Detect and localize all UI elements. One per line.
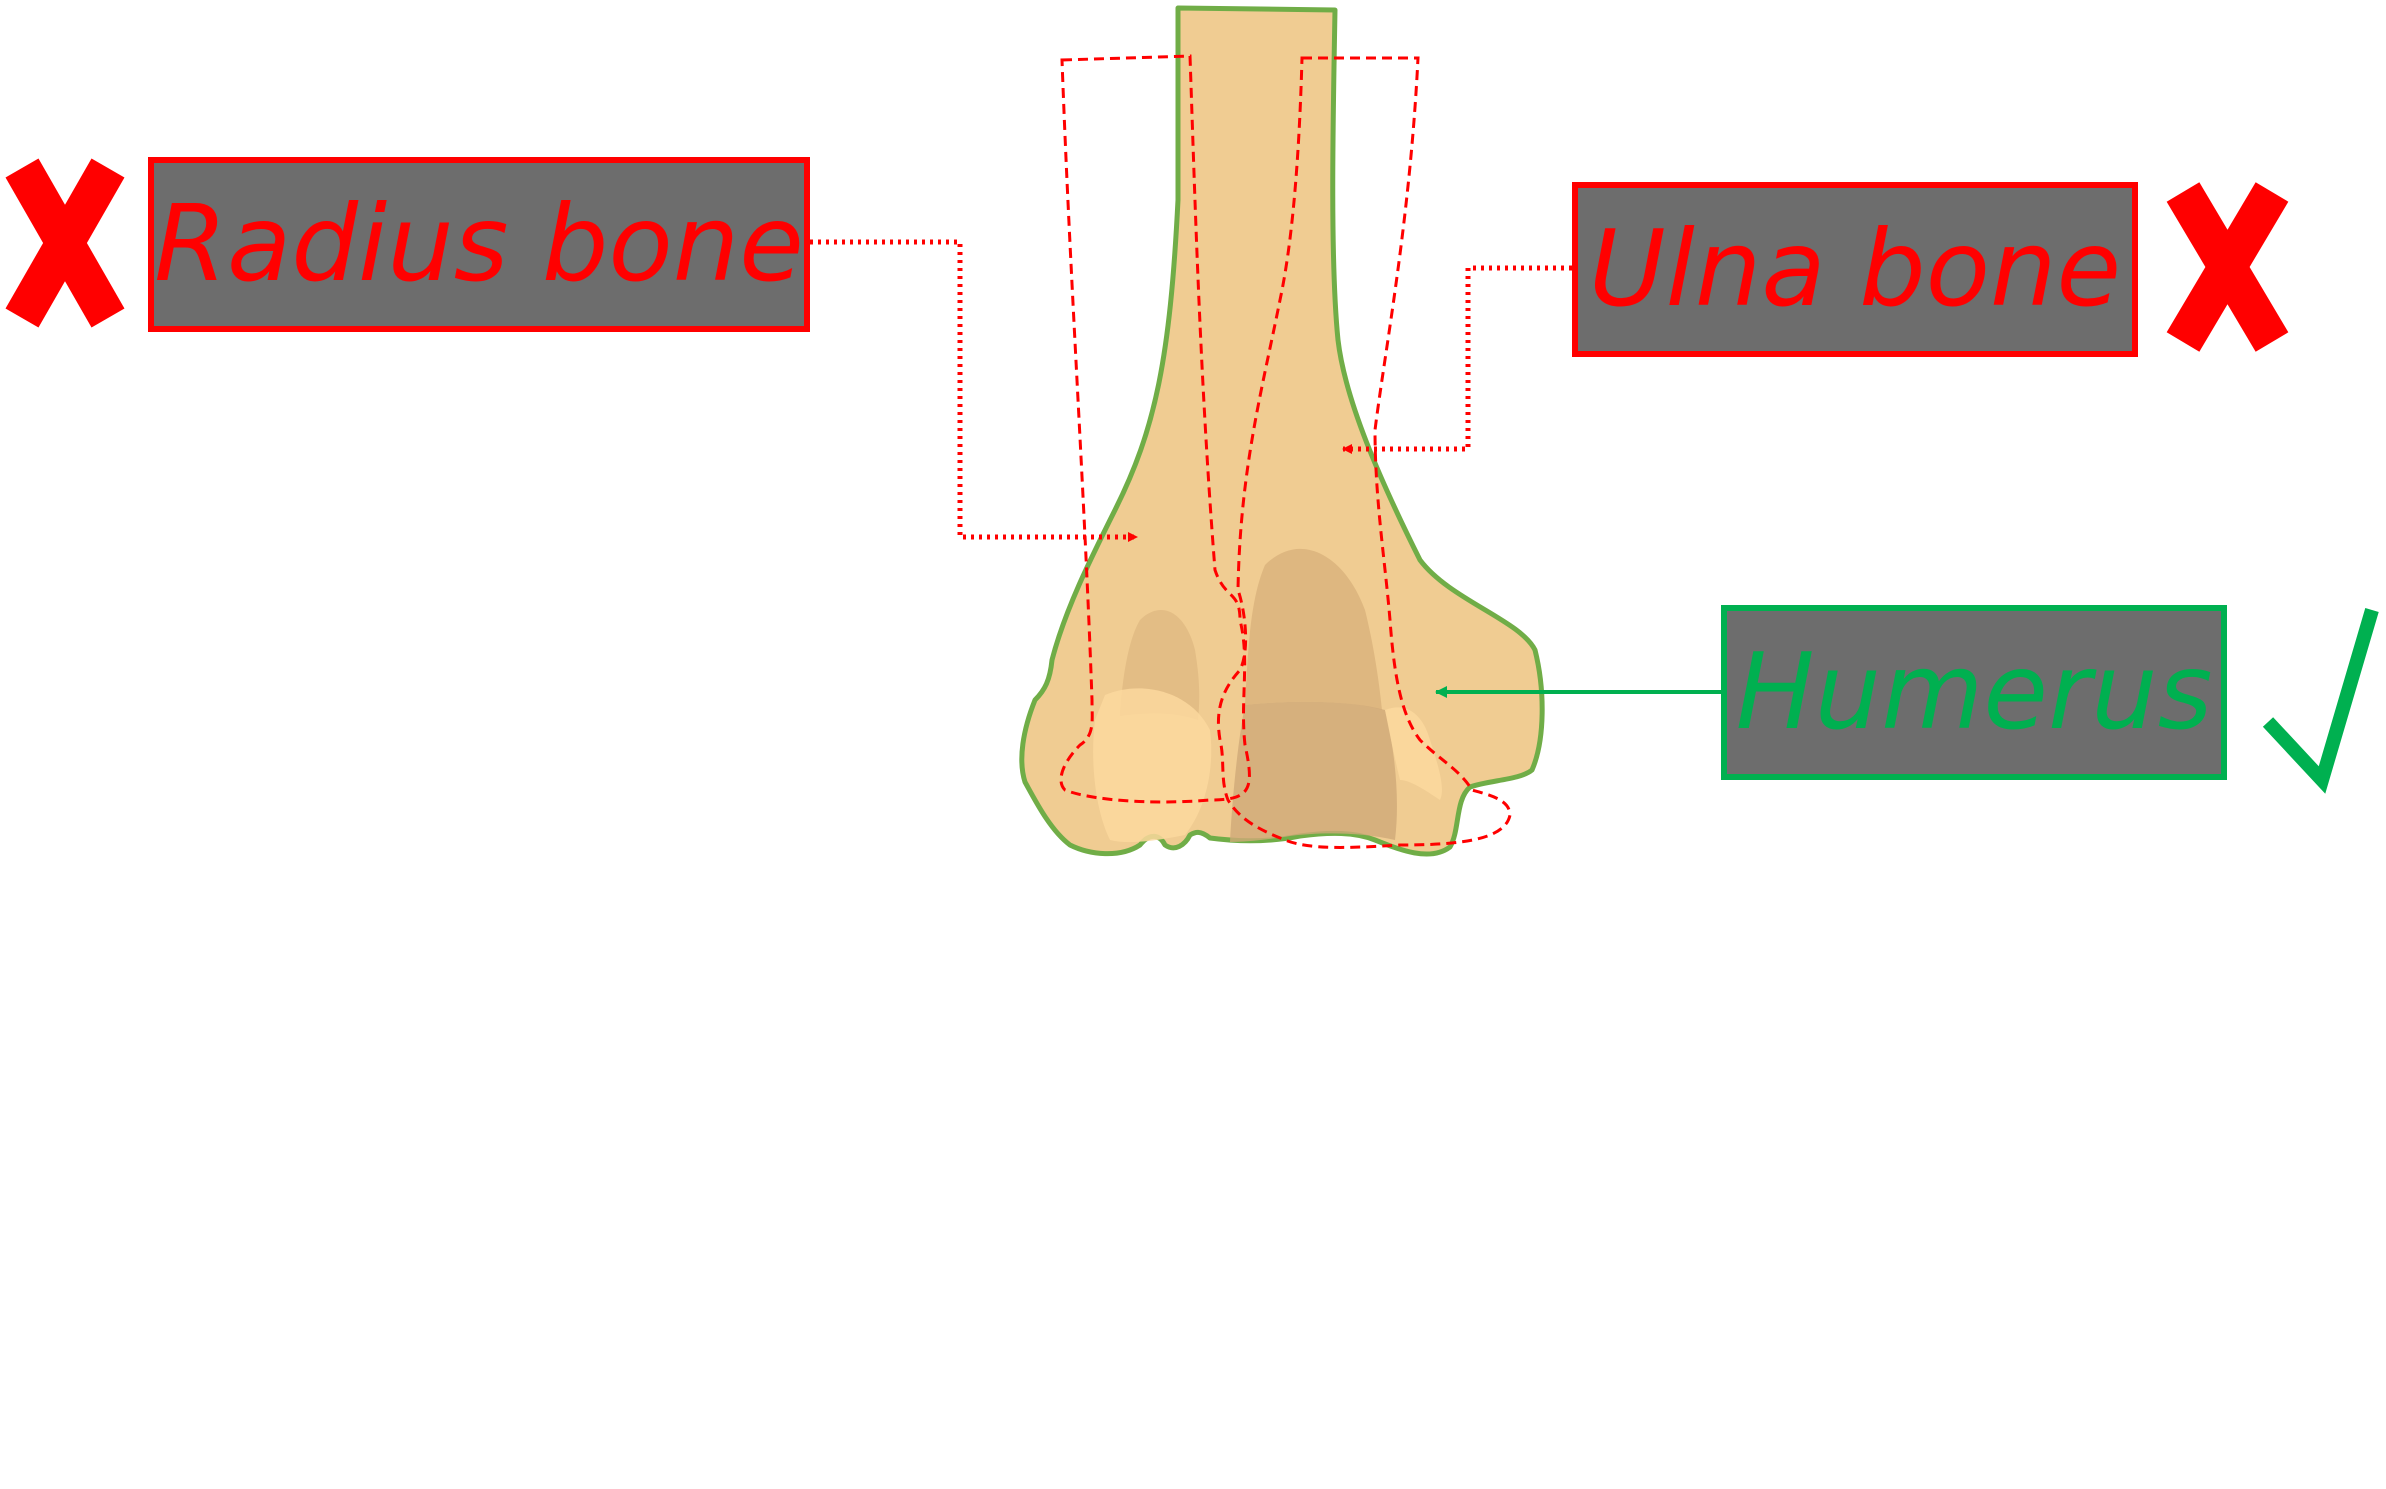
cross-mark-icon xyxy=(5,158,125,328)
ulna-dashed-outline xyxy=(1216,56,1512,849)
radius-bone-label[interactable]: Radius bone xyxy=(148,157,810,332)
radius-dashed-outline xyxy=(1059,54,1251,804)
ulna-bone-label[interactable]: Ulna bone xyxy=(1572,182,2138,357)
humerus-label[interactable]: Humerus xyxy=(1721,605,2227,780)
medial-epicondyle-highlight xyxy=(1385,707,1442,800)
radius-bone-label-text: Radius bone xyxy=(154,183,804,305)
humerus-bone-drawing xyxy=(1019,5,1545,857)
ulna-connector-line xyxy=(1342,265,1572,454)
capitulum-highlight xyxy=(1093,688,1212,843)
humerus-label-text: Humerus xyxy=(1735,631,2213,753)
ulna-bone-label-text: Ulna bone xyxy=(1588,208,2122,330)
cross-mark-icon xyxy=(2166,182,2289,352)
radius-connector-line xyxy=(810,239,1138,542)
check-mark-icon xyxy=(2262,608,2379,794)
olecranon-fossa-shading xyxy=(1245,548,1382,710)
trochlea-shading xyxy=(1230,701,1397,842)
